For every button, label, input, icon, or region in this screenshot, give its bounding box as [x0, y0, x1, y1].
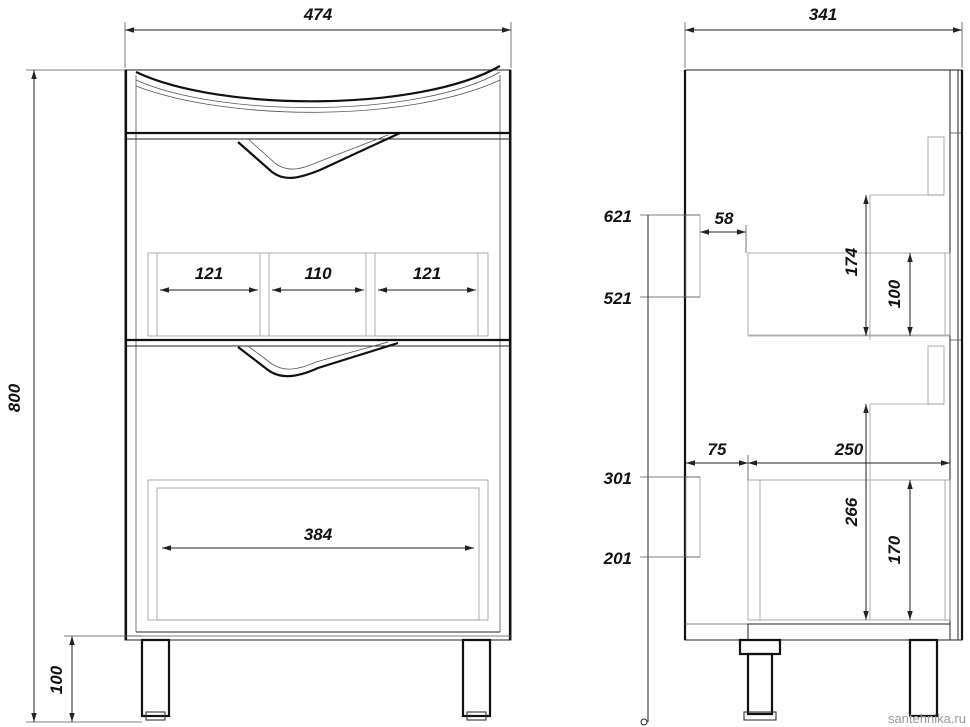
lower-drawer-levels	[640, 404, 950, 726]
front-width-label: 474	[303, 5, 333, 24]
side-depth-label: 341	[809, 5, 837, 24]
side-legs	[738, 623, 951, 721]
lower-height-outer-label: 266	[842, 497, 861, 527]
upper-height-outer-label: 174	[842, 247, 861, 276]
upper-drawer-front	[126, 131, 510, 179]
upper-box-width-1-label: 121	[195, 264, 223, 283]
front-view: 474 800 100 121 110 121 384	[5, 5, 512, 723]
upper-box-width-2-label: 110	[304, 264, 332, 283]
lower-box-width-label: 384	[304, 525, 333, 544]
lower-drawer-top-label: 301	[604, 469, 632, 488]
upper-drawer-bottom-label: 521	[604, 289, 632, 308]
side-lower-drawer	[685, 345, 951, 621]
side-body	[683, 69, 964, 641]
upper-drawer-levels	[640, 195, 913, 722]
front-height-dimension	[26, 69, 142, 723]
upper-drawer-handle	[237, 132, 401, 179]
upper-inner-boxes	[147, 252, 489, 337]
lower-drawer-handle	[237, 341, 399, 378]
side-depth-dimension	[684, 22, 963, 68]
lower-inner-box	[147, 479, 489, 621]
leg-height-dimension	[64, 635, 142, 722]
watermark: santehnika.ru	[888, 711, 966, 726]
front-height-label: 800	[5, 383, 24, 412]
lower-height-inner-label: 170	[885, 535, 904, 564]
upper-height-inner-label: 100	[885, 279, 904, 308]
lower-depth-label: 250	[834, 440, 864, 459]
cabinet-body	[124, 69, 512, 641]
front-legs	[140, 638, 492, 721]
basin-curve	[135, 65, 501, 103]
front-width-dimension	[124, 22, 512, 68]
side-view: 341 621 521 58 174 100 301 201 75 250 26…	[603, 5, 964, 726]
upper-box-width-3-label: 121	[413, 264, 441, 283]
lower-offset-label: 75	[708, 440, 727, 459]
upper-drawer-top-label: 621	[604, 207, 632, 226]
side-upper-drawer	[685, 136, 951, 340]
upper-offset-label: 58	[715, 209, 734, 228]
leg-height-label: 100	[47, 665, 66, 694]
lower-drawer-bottom-label: 201	[603, 549, 632, 568]
lower-drawer-front	[126, 338, 510, 378]
